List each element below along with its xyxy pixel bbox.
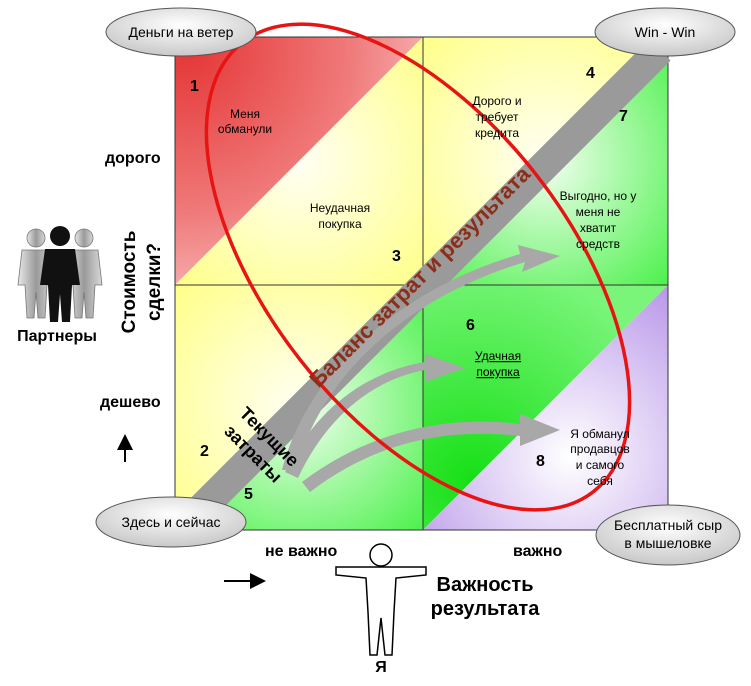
corner-top-right-label: Win - Win <box>635 24 696 40</box>
diagonal-band <box>179 39 671 531</box>
zone-5-number: 5 <box>244 486 253 503</box>
x-axis-title-line2: результата <box>431 598 541 620</box>
zone-4-label-line2: требует <box>476 110 519 124</box>
arrow-to-zone-6 <box>285 354 465 478</box>
zone-1-label-line2: обманули <box>218 122 272 136</box>
y-axis-low-label: дешево <box>100 394 161 411</box>
cost-arrows <box>282 245 560 492</box>
zone-7-label-line3: хватит <box>580 221 617 235</box>
y-axis-title-line2: сделки? <box>144 243 165 321</box>
x-axis-high-label: важно <box>513 543 563 560</box>
corner-pill-top-left: Деньги на ветер <box>105 7 257 57</box>
y-axis-title-line1: Стоимость <box>119 231 140 334</box>
corner-bottom-right-label-line1: Бесплатный сыр <box>614 517 722 533</box>
zone-8-label-line1: Я обманул <box>570 427 630 441</box>
zone-6-label-line1: Удачная <box>475 349 521 363</box>
me-icon <box>335 543 427 656</box>
zone-6-number: 6 <box>466 317 475 334</box>
corner-top-left-label: Деньги на ветер <box>129 24 234 40</box>
corner-bottom-right-label-line2: в мышеловке <box>624 535 711 551</box>
zone-2-number: 2 <box>200 443 209 460</box>
zone-7-label-line2: меня не <box>576 205 621 219</box>
zone-8-label-line4: себя <box>587 474 613 488</box>
partners-label: Партнеры <box>17 328 97 345</box>
corner-pill-bottom-right: Бесплатный сыр в мышеловке <box>595 504 741 566</box>
y-axis-high-label: дорого <box>105 150 161 167</box>
corner-pill-bottom-left: Здесь и сейчас <box>95 496 247 548</box>
arrow-to-zone-8 <box>302 414 560 492</box>
corner-pill-top-right: Win - Win <box>594 7 736 57</box>
zone-8-label-line3: и самого <box>576 458 625 472</box>
zone-7-label-line4: средств <box>576 237 620 251</box>
zone-8-fill <box>423 285 668 530</box>
zone-8-number: 8 <box>536 453 545 470</box>
zone-1-number: 1 <box>190 78 199 95</box>
zone-3-label-line1: Неудачная <box>310 201 370 215</box>
zone-3-fill <box>175 37 423 285</box>
me-label: Я <box>375 659 387 676</box>
zone-7-number: 7 <box>619 108 628 125</box>
zone-1-label-line1: Меня <box>230 107 260 121</box>
zone-7-label-line1: Выгодно, но у <box>560 189 637 203</box>
partners-icon <box>17 226 103 322</box>
matrix-border <box>174 36 669 531</box>
x-axis-title-line1: Важность <box>437 574 534 596</box>
zone-8-label-line2: продавцов <box>570 442 629 456</box>
x-axis-low-label: не важно <box>265 543 338 560</box>
corner-bottom-left-label: Здесь и сейчас <box>122 514 221 530</box>
zone-4-label-line1: Дорого и <box>472 94 521 108</box>
zone-4-label-line3: кредита <box>475 126 519 140</box>
arrow-to-zone-7 <box>282 245 560 470</box>
zone-3-label-line2: покупка <box>318 217 362 231</box>
zone-4-number: 4 <box>586 65 595 82</box>
zone-3-number: 3 <box>392 248 401 265</box>
zone-6-label-line2: покупка <box>476 365 520 379</box>
